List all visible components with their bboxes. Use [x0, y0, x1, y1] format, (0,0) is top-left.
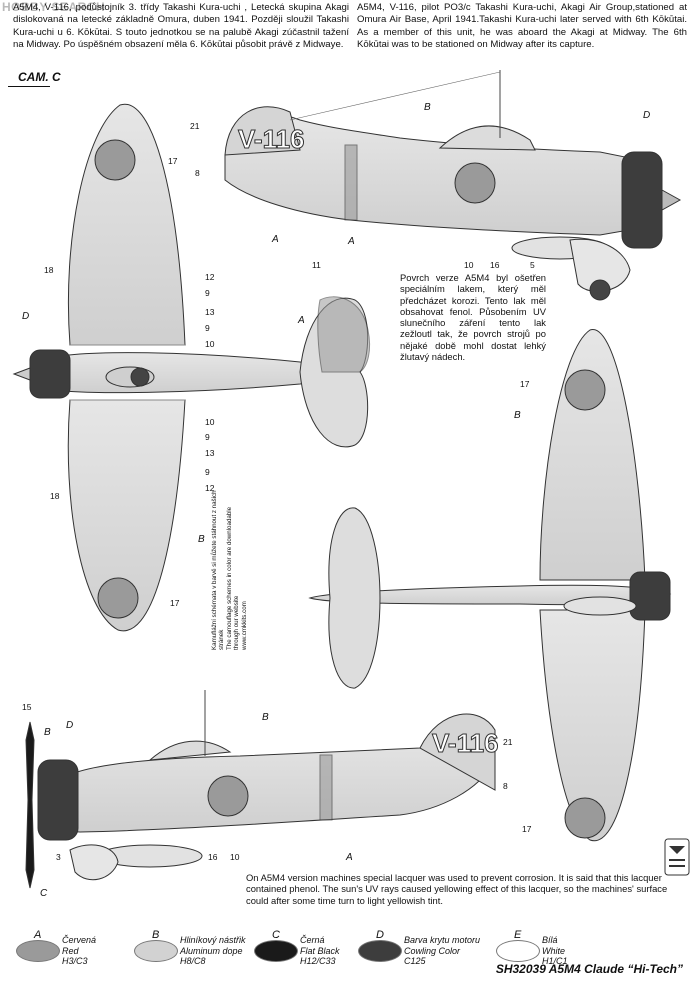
callout-17: 17: [168, 156, 178, 166]
legend-text-a: Červená Red H3/C3: [62, 935, 97, 966]
callout-a-3: A: [297, 315, 305, 326]
callout-d-2: D: [22, 311, 29, 322]
callout-14-b: 13: [205, 448, 215, 458]
plan-view-bottom: [308, 329, 672, 842]
website-notice-cz: Kamuflážní schémata v barvě si můžete st…: [211, 490, 226, 650]
plan-view-top: [12, 103, 371, 632]
callout-b-3: B: [514, 410, 521, 421]
callout-5: 5: [530, 260, 535, 270]
legend-swatch-a: [16, 940, 60, 962]
callout-3: 3: [56, 852, 61, 862]
callout-9-c: 9: [205, 432, 210, 442]
watermark: HOBBY SEARCH: [2, 0, 106, 14]
camera-label-underline: [8, 86, 50, 87]
callout-8: 8: [195, 168, 200, 178]
legend-swatch-e: [496, 940, 540, 962]
callout-a-2: A: [347, 236, 355, 247]
callout-b-5: B: [262, 712, 269, 723]
legend-key-c: C: [272, 929, 280, 941]
callout-13-b: 12: [205, 483, 215, 493]
legend-key-a: A: [34, 929, 42, 941]
camera-label: CAM. C: [18, 70, 61, 84]
callout-21-b: 21: [503, 737, 513, 747]
callout-14: 13: [205, 307, 215, 317]
callout-16-b: 16: [208, 852, 218, 862]
legend-swatch-b: [134, 940, 178, 962]
callout-d: D: [643, 110, 650, 121]
callout-16: 16: [490, 260, 500, 270]
legend-swatch-d: [358, 940, 402, 962]
callout-b-4: B: [44, 727, 51, 738]
callouts: 21 8 B D A A 11 10 16 5 17 18 12 9 13 9 …: [22, 102, 650, 899]
callout-13: 12: [205, 272, 215, 282]
side-view-left: V-116: [25, 690, 499, 889]
callout-11: 10: [464, 260, 474, 270]
legend-text-b: Hliníkový nástřik Aluminum dope H8/C8: [180, 935, 246, 966]
callout-11-b: 10: [230, 852, 240, 862]
callout-21: 21: [190, 121, 200, 131]
legend-key-b: B: [152, 929, 160, 941]
callout-17-b: 17: [170, 598, 180, 608]
callout-10: 10: [205, 339, 215, 349]
website-notice: Kamuflážní schémata v barvě si můžete st…: [211, 490, 281, 650]
callout-9: 9: [205, 288, 210, 298]
callout-9-b: 9: [205, 323, 210, 333]
lacquer-note-czech: Povrch verze A5M4 byl ošetřen speciálním…: [400, 272, 546, 363]
side-view-right: V-116: [224, 70, 682, 301]
legend-key-d: D: [376, 929, 384, 941]
callout-18-b: 18: [50, 491, 60, 501]
callout-15: 15: [22, 702, 32, 712]
product-title: SH32039 A5M4 Claude “Hi-Tech”: [495, 962, 683, 976]
fin-code-lower: V-116: [432, 728, 499, 758]
callout-8-b: 8: [503, 781, 508, 791]
callout-17-d: 17: [522, 824, 532, 834]
header-text-czech: A5M4, V-116, podůstojník 3. třídy Takash…: [13, 2, 349, 50]
lacquer-note-english: On A5M4 version machines special lacquer…: [246, 872, 668, 906]
legend-key-e: E: [514, 929, 522, 941]
gunze-sangyo-logo: [664, 838, 690, 876]
callout-b: B: [424, 102, 431, 113]
legend-text-e: Bílá White H1/C1: [542, 935, 568, 966]
website-notice-en: The camouflage schemes in color are down…: [225, 506, 241, 650]
fin-code-upper: V-116: [238, 124, 305, 154]
callout-c: C: [40, 888, 48, 899]
header-text-english: A5M4, V-116, pilot PO3/c Takashi Kura-uc…: [357, 2, 687, 50]
callout-b-2: B: [198, 534, 205, 545]
callout-12: 11: [312, 260, 321, 270]
legend-text-c: Černá Flat Black H12/C33: [300, 935, 340, 966]
legend-swatch-c: [254, 940, 298, 962]
website-url: www.cmkkits.com: [240, 601, 248, 650]
legend-text-d: Barva krytu motoru Cowling Color C125: [404, 935, 481, 966]
callout-a: A: [271, 234, 279, 245]
callout-a-4: A: [345, 852, 353, 863]
callout-17-c: 17: [520, 379, 530, 389]
callout-d-3: D: [66, 720, 73, 731]
callout-9-d: 9: [205, 467, 210, 477]
callout-18: 18: [44, 265, 54, 275]
callout-10-b: 10: [205, 417, 215, 427]
